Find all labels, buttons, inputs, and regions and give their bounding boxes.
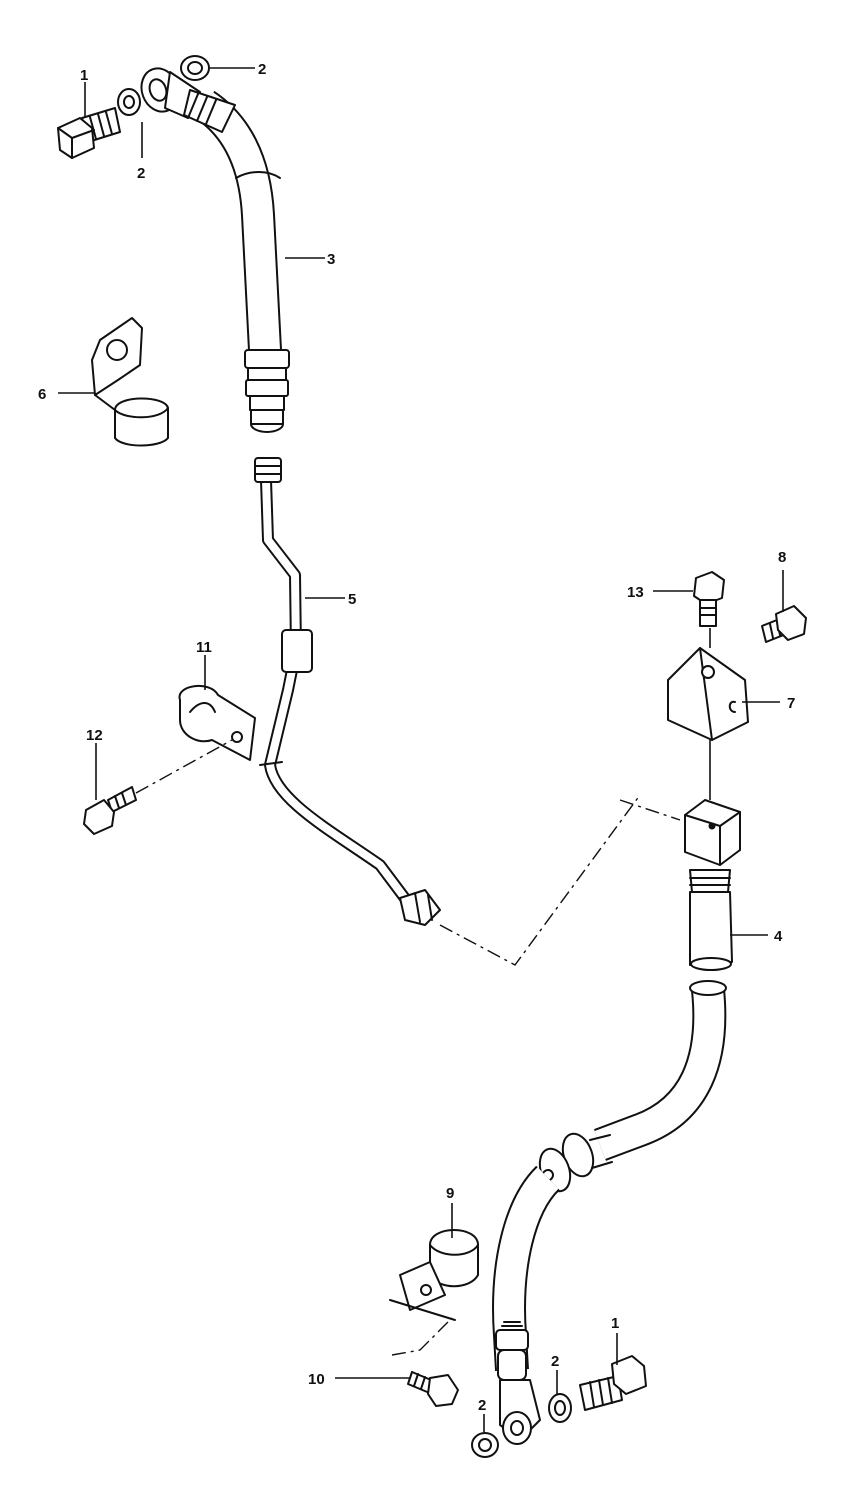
washer-bottom-right: [548, 1393, 572, 1423]
union-bolt-top: [57, 107, 121, 159]
callout-13: 13: [627, 584, 644, 601]
hose-bracket: [667, 628, 749, 800]
callout-3: 3: [327, 251, 335, 268]
callout-9: 9: [446, 1185, 454, 1202]
callout-2-top-right: 2: [258, 61, 266, 78]
callout-2-bottom-left: 2: [478, 1397, 486, 1414]
callout-labels: 1 2 2 3 6 5 8 13 11 7 12 4 9 10 2 1 2: [38, 61, 795, 1414]
upper-brake-hose: [140, 67, 290, 433]
clamp-bolt-10: [407, 1371, 459, 1407]
bracket-bolt-8: [761, 605, 807, 643]
callout-5: 5: [348, 591, 356, 608]
callout-1-top: 1: [80, 67, 88, 84]
lower-brake-hose: [439, 794, 741, 1445]
callout-10: 10: [308, 1371, 325, 1388]
callout-6: 6: [38, 386, 46, 403]
washer-top-right: [180, 55, 210, 81]
rigid-brake-pipe: [254, 457, 441, 926]
callout-8: 8: [778, 549, 786, 566]
callout-2-top-left: 2: [137, 165, 145, 182]
pipe-clamp: [178, 684, 256, 761]
callout-4: 4: [774, 928, 783, 945]
hose-clip-bracket: [91, 317, 169, 447]
hose-clamp-9: [389, 1229, 479, 1356]
washer-top-left: [117, 88, 141, 116]
callout-1-bottom: 1: [611, 1315, 619, 1332]
washer-bottom-left: [471, 1432, 499, 1458]
callout-11: 11: [196, 639, 212, 656]
union-bolt-bottom: [579, 1355, 647, 1411]
callout-12: 12: [86, 727, 103, 744]
clamp-bolt: [83, 739, 233, 835]
bracket-bolt-13: [693, 571, 725, 627]
callout-7: 7: [787, 695, 795, 712]
callout-2-bottom-right: 2: [551, 1353, 559, 1370]
callout-leaders: [58, 67, 784, 1432]
